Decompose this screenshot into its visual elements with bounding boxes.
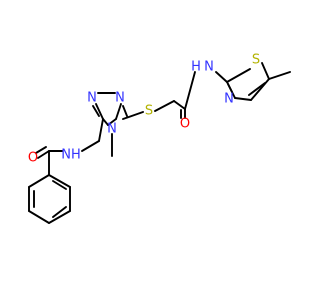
atom-label-carbonyl-o-right: O — [180, 117, 190, 132]
atom-label-thioether-s: S — [145, 104, 153, 119]
atom-label-thiazole-n: N — [224, 92, 234, 107]
bond-line — [250, 78, 270, 101]
bond-line — [102, 118, 109, 126]
atom-label-triazole-n2: N — [115, 91, 125, 106]
bond-line — [35, 146, 47, 154]
bond-line — [107, 118, 117, 126]
atom-label-thiazole-s: S — [252, 53, 260, 68]
bond-line — [268, 71, 291, 80]
bond-line — [28, 210, 50, 224]
atom-label-triazole-n4: N — [107, 122, 117, 137]
bond-line — [98, 118, 104, 142]
atom-label-triazole-n1: N — [87, 91, 97, 106]
bond-line — [234, 97, 252, 101]
bond-line — [81, 140, 100, 152]
bond-line — [226, 68, 251, 83]
bond-line — [92, 105, 100, 117]
bond-line — [48, 174, 71, 188]
bond-line — [37, 150, 50, 159]
bond-line — [48, 210, 71, 224]
atom-label-amide-h-right: H — [191, 60, 201, 75]
bond-line — [173, 100, 186, 110]
bond-line — [122, 105, 128, 117]
atom-label-carbonyl-o-left: O — [28, 151, 38, 166]
bond-line — [184, 71, 196, 110]
bond-line — [227, 83, 233, 93]
bond-line — [122, 111, 144, 120]
bond-line — [52, 180, 67, 190]
atom-label-amide-nh-left: NH — [61, 148, 81, 163]
bond-line — [95, 103, 104, 120]
bond-line — [28, 174, 50, 188]
bond-line — [261, 62, 270, 80]
molecule-structure: O NH N N N S O H N S N — [28, 53, 291, 224]
atom-label-amide-n-right: N — [204, 60, 214, 75]
bond-line — [115, 103, 122, 120]
bond-line — [215, 71, 228, 83]
bond-line — [248, 82, 266, 96]
bonds-layer — [28, 62, 291, 224]
bond-line — [154, 100, 175, 112]
bond-line — [52, 206, 67, 218]
